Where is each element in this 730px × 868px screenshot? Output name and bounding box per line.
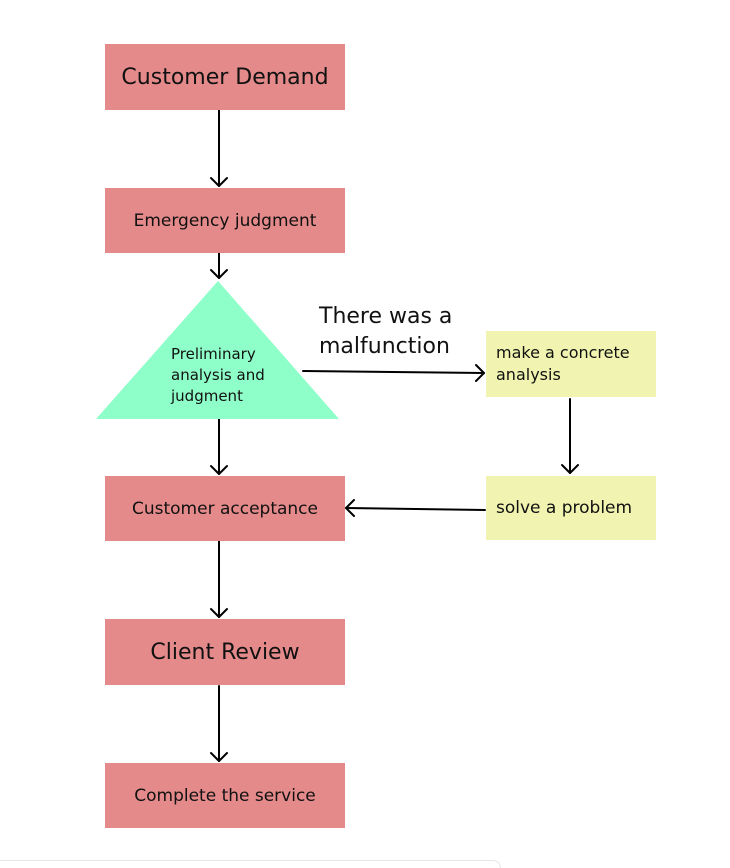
node-solve-problem-label: solve a problem (496, 498, 633, 518)
node-concrete-analysis-label: make a concrete analysis (496, 343, 630, 384)
decision-triangle (96, 281, 339, 419)
node-emergency-judgment-label: Emergency judgment (133, 210, 317, 231)
node-concrete-analysis: make a concrete analysis (486, 331, 656, 397)
node-customer-acceptance-label: Customer acceptance (131, 498, 318, 519)
node-customer-demand-label: Customer Demand (121, 64, 329, 90)
node-client-review: Client Review (105, 619, 345, 685)
node-customer-acceptance: Customer acceptance (105, 476, 345, 541)
node-emergency-judgment: Emergency judgment (105, 188, 345, 253)
node-complete-service: Complete the service (105, 763, 345, 828)
node-solve-problem: solve a problem (486, 476, 656, 540)
node-customer-demand: Customer Demand (105, 44, 345, 110)
edge-label-malfunction: There was a malfunction (319, 304, 453, 359)
arrow-analysis-to-concrete (302, 370, 485, 374)
node-client-review-label: Client Review (150, 639, 300, 665)
node-complete-service-label: Complete the service (134, 785, 316, 806)
node-preliminary-analysis-label: Preliminary analysis and judgment (171, 345, 265, 405)
arrow-solve-to-acceptance (345, 507, 486, 511)
